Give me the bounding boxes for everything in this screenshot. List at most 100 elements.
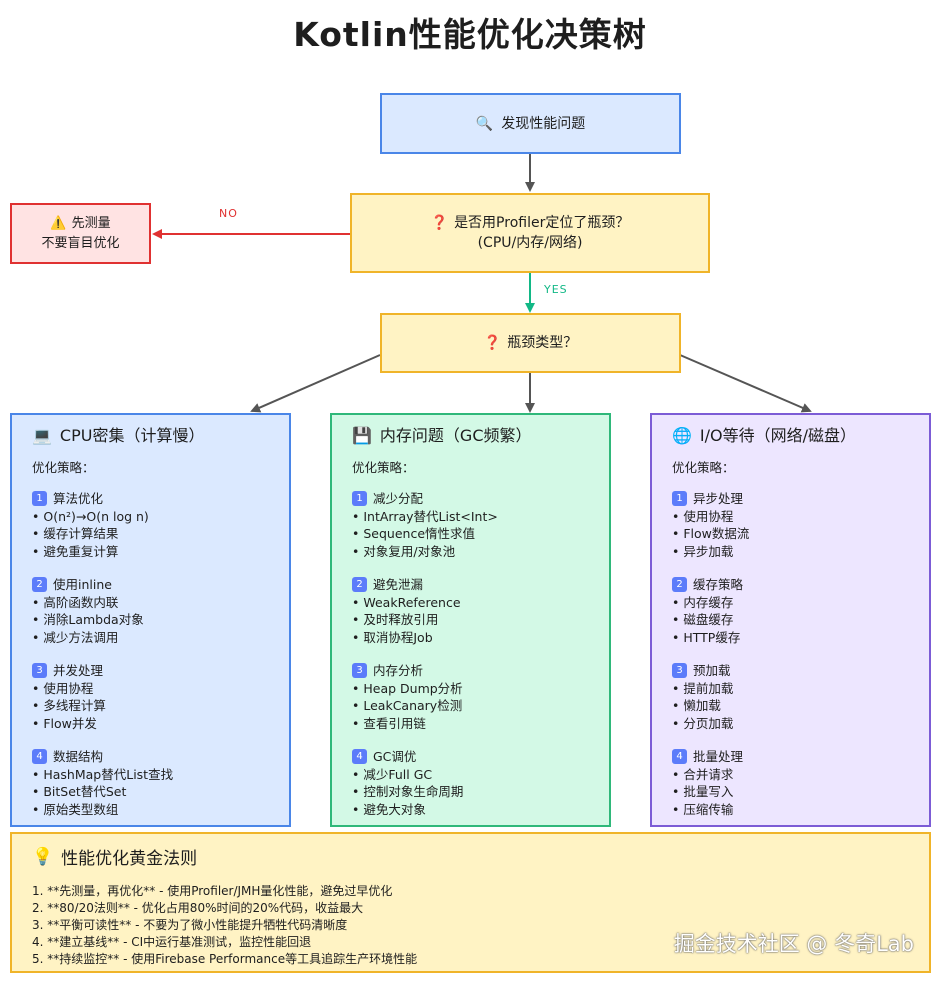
decision-profiler: ❓ 是否用Profiler定位了瓶颈？ (CPU/内存/网络) xyxy=(350,193,710,273)
decision-profiler-line1: 是否用Profiler定位了瓶颈？ xyxy=(454,215,630,231)
strategy-section: 1 减少分配 IntArray替代List<Int> Sequence惰性求值 对… xyxy=(352,490,589,560)
list-item: 懒加载 xyxy=(672,697,909,715)
section-head: 使用inline xyxy=(53,577,112,592)
measure-first-line2: 不要盲目优化 xyxy=(41,235,120,251)
number-badge: 4 xyxy=(32,749,47,765)
golden-rule: 5. **持续监控** - 使用Firebase Performance等工具追… xyxy=(32,952,418,966)
list-item: 减少方法调用 xyxy=(32,629,269,647)
list-item: 查看引用链 xyxy=(352,715,589,733)
no-edge-label: NO xyxy=(219,207,238,220)
decision-profiler-line2: (CPU/内存/网络) xyxy=(477,235,583,251)
golden-rules-box: 💡 性能优化黄金法则 1. **先测量，再优化** - 使用Profiler/J… xyxy=(10,832,931,973)
list-item: 磁盘缓存 xyxy=(672,611,909,629)
question-icon: ❓ xyxy=(430,215,449,231)
list-item: 提前加载 xyxy=(672,680,909,698)
list-item: 取消协程Job xyxy=(352,629,589,647)
memory-column: 💾 内存问题（GC频繁） 优化策略： 1 减少分配 IntArray替代List<… xyxy=(330,413,611,827)
number-badge: 3 xyxy=(352,663,367,679)
golden-rule: 4. **建立基线** - CI中运行基准测试，监控性能回退 xyxy=(32,935,312,949)
list-item: 使用协程 xyxy=(672,508,909,526)
number-badge: 4 xyxy=(352,749,367,765)
section-head: 算法优化 xyxy=(53,491,104,506)
list-item: 使用协程 xyxy=(32,680,269,698)
list-item: 高阶函数内联 xyxy=(32,594,269,612)
list-item: 及时释放引用 xyxy=(352,611,589,629)
column-title: I/O等待（网络/磁盘） xyxy=(699,426,857,445)
section-head: 批量处理 xyxy=(693,749,744,764)
column-title: CPU密集（计算慢） xyxy=(59,426,205,445)
column-subtitle: 优化策略： xyxy=(32,459,95,475)
number-badge: 2 xyxy=(672,577,687,593)
strategy-section: 3 预加载 提前加载 懒加载 分页加载 xyxy=(672,662,909,732)
section-head: 减少分配 xyxy=(373,491,424,506)
search-icon: 🔍 xyxy=(475,115,494,132)
edge-to-io xyxy=(679,354,812,413)
section-head: 并发处理 xyxy=(53,663,104,678)
strategy-section: 4 批量处理 合并请求 批量写入 压缩传输 xyxy=(672,748,909,818)
floppy-disk-icon: 💾 xyxy=(352,426,372,445)
list-item: 批量写入 xyxy=(672,783,909,801)
list-item: 内存缓存 xyxy=(672,594,909,612)
yes-edge-label: YES xyxy=(544,283,568,296)
list-item: IntArray替代List<Int> xyxy=(352,508,589,526)
list-item: Flow并发 xyxy=(32,715,269,733)
number-badge: 1 xyxy=(352,491,367,507)
diagram-title: Kotlin性能优化决策树 xyxy=(293,15,647,54)
list-item: 异步加载 xyxy=(672,543,909,561)
lightbulb-icon: 💡 xyxy=(32,846,54,867)
start-node: 🔍 发现性能问题 xyxy=(380,93,681,154)
list-item: 合并请求 xyxy=(672,766,909,784)
list-item: Heap Dump分析 xyxy=(352,680,589,698)
section-head: 缓存策略 xyxy=(693,577,744,592)
list-item: Sequence惰性求值 xyxy=(352,525,589,543)
start-label: 发现性能问题 xyxy=(501,115,586,132)
list-item: 多线程计算 xyxy=(32,697,269,715)
warning-icon: ⚠️ xyxy=(50,215,67,231)
number-badge: 3 xyxy=(672,663,687,679)
decision-bottleneck-label: 瓶颈类型？ xyxy=(507,335,578,351)
watermark: 掘金技术社区 @ 冬奇Lab xyxy=(673,932,914,956)
column-title: 内存问题（GC频繁） xyxy=(379,426,532,445)
list-item: 对象复用/对象池 xyxy=(352,543,589,561)
strategy-section: 2 使用inline 高阶函数内联 消除Lambda对象 减少方法调用 xyxy=(32,576,269,646)
list-item: BitSet替代Set xyxy=(32,783,269,801)
section-head: 异步处理 xyxy=(693,491,744,506)
golden-rule: 3. **平衡可读性** - 不要为了微小性能提升牺牲代码清晰度 xyxy=(32,918,348,932)
number-badge: 2 xyxy=(32,577,47,593)
section-head: 预加载 xyxy=(693,663,731,678)
golden-rules-title: 性能优化黄金法则 xyxy=(61,849,198,869)
list-item: HashMap替代List查找 xyxy=(32,766,269,784)
section-head: 避免泄漏 xyxy=(373,577,424,592)
section-head: GC调优 xyxy=(373,749,417,764)
list-item: 消除Lambda对象 xyxy=(32,611,269,629)
number-badge: 4 xyxy=(672,749,687,765)
list-item: HTTP缓存 xyxy=(672,629,909,647)
list-item: 减少Full GC xyxy=(352,766,589,784)
laptop-icon: 💻 xyxy=(32,426,52,445)
globe-icon: 🌐 xyxy=(672,426,692,445)
decision-bottleneck-type: ❓ 瓶颈类型？ xyxy=(380,313,681,373)
measure-first-line1: 先测量 xyxy=(71,215,111,231)
section-head: 数据结构 xyxy=(53,749,104,764)
column-subtitle: 优化策略： xyxy=(352,459,415,475)
list-item: LeakCanary检测 xyxy=(352,697,589,715)
measure-first-node: ⚠️ 先测量 不要盲目优化 xyxy=(10,203,151,264)
strategy-section: 4 数据结构 HashMap替代List查找 BitSet替代Set 原始类型数组 xyxy=(32,748,269,818)
question-icon: ❓ xyxy=(483,335,502,351)
golden-rule: 2. **80/20法则** - 优化占用80%时间的20%代码，收益最大 xyxy=(32,901,364,915)
number-badge: 2 xyxy=(352,577,367,593)
list-item: O(n²)→O(n log n) xyxy=(32,508,269,526)
list-item: 压缩传输 xyxy=(672,801,909,819)
list-item: 原始类型数组 xyxy=(32,801,269,819)
list-item: 避免重复计算 xyxy=(32,543,269,561)
number-badge: 3 xyxy=(32,663,47,679)
list-item: 分页加载 xyxy=(672,715,909,733)
